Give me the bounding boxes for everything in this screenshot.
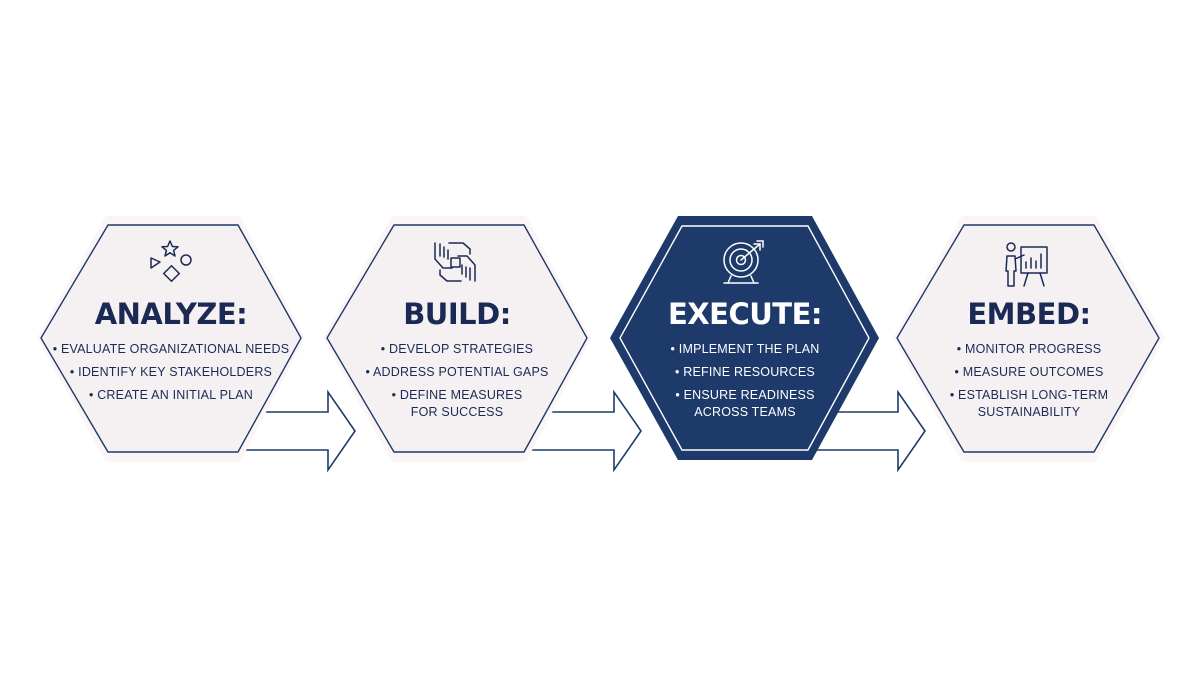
bullet-item: • IMPLEMENT THE PLAN: [670, 342, 820, 356]
flow-arrow-3: [806, 389, 926, 473]
bullet-item: • DEVELOP STRATEGIES: [380, 342, 534, 356]
step-title-embed: EMBED:: [967, 297, 1091, 331]
step-analyze-hexagon: [37, 216, 305, 462]
step-execute-hexagon: [610, 216, 879, 460]
step-build-hexagon: [323, 216, 591, 462]
step-embed-bullets: • MONITOR PROGRESS • MEASURE OUTCOMES • …: [904, 341, 1154, 427]
step-title-execute: EXECUTE:: [668, 297, 823, 331]
step-title-build: BUILD:: [403, 297, 511, 331]
bullet-item: • EVALUATE ORGANIZATIONAL NEEDS: [52, 342, 290, 356]
bullet-item: • MEASURE OUTCOMES: [954, 365, 1104, 379]
step-title-analyze: ANALYZE:: [94, 297, 248, 331]
step-analyze-bullets: • EVALUATE ORGANIZATIONAL NEEDS • IDENTI…: [46, 341, 296, 410]
step-build-bullets: • DEVELOP STRATEGIES • ADDRESS POTENTIAL…: [332, 341, 582, 427]
joined-hands-icon: [434, 242, 476, 282]
flow-arrow-2: [522, 389, 642, 473]
step-embed-hexagon: [893, 216, 1165, 462]
presentation-icon: [1005, 242, 1048, 287]
step-execute-bullets: • IMPLEMENT THE PLAN • REFINE RESOURCES …: [620, 341, 870, 427]
bullet-item: • ENSURE READINESS ACROSS TEAMS: [675, 388, 815, 419]
target-icon: [723, 240, 764, 284]
bullet-item: • ADDRESS POTENTIAL GAPS: [365, 365, 549, 379]
flow-arrow-1: [236, 389, 356, 473]
bullet-item: • CREATE AN INITIAL PLAN: [88, 388, 254, 402]
bullet-item: • REFINE RESOURCES: [675, 365, 815, 379]
bullet-item: • DEFINE MEASURES FOR SUCCESS: [391, 388, 523, 419]
bullet-item: • MONITOR PROGRESS: [956, 342, 1102, 356]
shapes-icon: [150, 240, 192, 283]
bullet-item: • IDENTIFY KEY STAKEHOLDERS: [69, 365, 273, 379]
bullet-item: • ESTABLISH LONG-TERM SUSTAINABILITY: [949, 388, 1109, 419]
